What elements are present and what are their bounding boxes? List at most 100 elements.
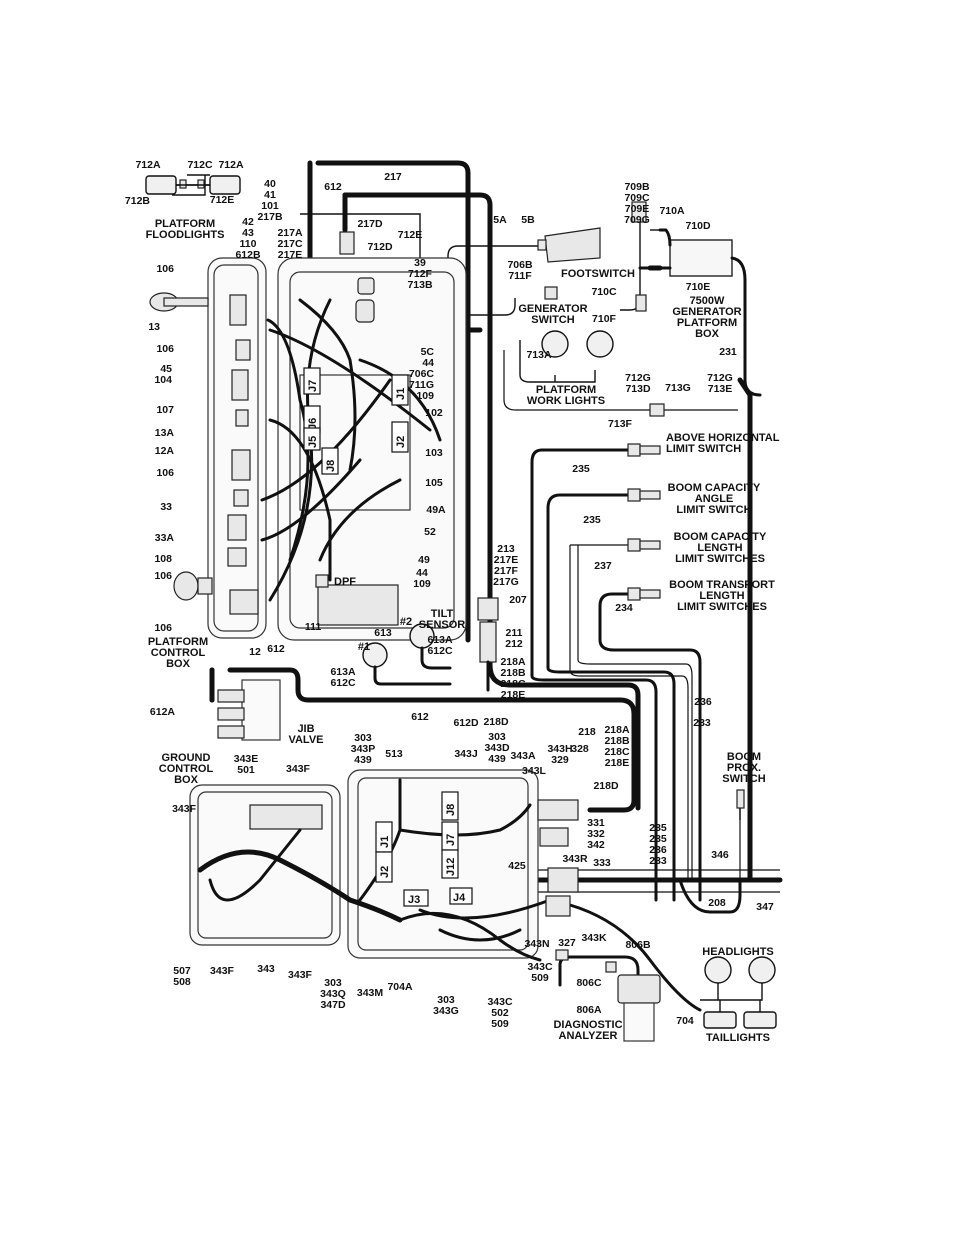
ground-connector-j4: J4 (449, 887, 473, 905)
wire-label: 710D (685, 220, 711, 232)
label-dpf: DPF (334, 576, 356, 588)
ground-j8-label: J8 (445, 804, 457, 816)
wire-label: 343F (172, 803, 197, 815)
wire-label: 713A (526, 349, 552, 361)
wire-label: 713G (665, 382, 691, 394)
wire-704 (568, 903, 702, 1012)
harness-217 (342, 192, 641, 811)
wire-label: 328 (571, 743, 589, 755)
limit-switch-icon (627, 587, 641, 601)
generator-box (631, 201, 762, 397)
wire-label: 704A (387, 981, 413, 993)
wire-label: 218D (483, 716, 509, 728)
wire-235a (530, 448, 658, 902)
wire-label: 235 (583, 514, 601, 526)
ground-j3-label: J3 (408, 894, 420, 906)
ground-connector-j2: J2 (375, 851, 393, 883)
generator-switch-icon (544, 286, 558, 300)
wire-label: 343L (522, 765, 547, 777)
label-tilt-2: #2 (400, 616, 412, 628)
headlight-right-icon (748, 956, 776, 984)
jib-valve (209, 667, 281, 741)
label-taillights: TAILLIGHTS (706, 1032, 770, 1044)
wire-label: 13 (148, 321, 160, 333)
wire-label: 52 (424, 526, 436, 538)
footswitch-icon (544, 227, 601, 263)
ground-connector-j1: J1 (375, 821, 393, 853)
wire-label: 327 (558, 937, 576, 949)
wire-label: 218D (593, 780, 619, 792)
wire-label: 343R (562, 853, 588, 865)
ground-connector-j7: J7 (441, 821, 459, 851)
wire-label: 343F (286, 763, 311, 775)
wire-label: 106 (154, 570, 172, 582)
limit-switch-icon (627, 538, 641, 552)
wire-label: 106 (156, 263, 174, 275)
platform-control-box (149, 257, 267, 639)
wire-label: 106 (154, 622, 172, 634)
connector-j2-label: J2 (395, 436, 407, 448)
ground-connectors: J1 J2 J8 J7 J12 J3 J4 (375, 791, 473, 907)
diagnostic-analyzer (605, 961, 661, 1042)
platform-floodlights (145, 175, 241, 195)
wire-label: 710F (592, 313, 617, 325)
joystick-icon (173, 571, 199, 601)
wire-label: 233 (693, 717, 711, 729)
connector-213 (477, 597, 499, 621)
platform-main-box (260, 231, 467, 641)
wire-label: 710E (686, 281, 711, 293)
ground-j4-label: J4 (453, 892, 466, 904)
wire-label: 710C (591, 286, 617, 298)
wire-label: 237 (594, 560, 612, 572)
wire-label: 49A (426, 504, 446, 516)
wire-label: 346 (711, 849, 729, 861)
connector-j7: J7 (303, 367, 321, 395)
wire-label: 5B (521, 214, 535, 226)
wire-label: 217D (357, 218, 383, 230)
wire-label: 108 (154, 553, 172, 565)
wire-label: 103 (425, 447, 443, 459)
boom-prox-switch (736, 789, 745, 820)
footswitch-group (537, 227, 601, 263)
connector-713 (649, 403, 665, 417)
wire-label: 236 (694, 696, 712, 708)
boom-connector (477, 597, 499, 692)
taillight-right-icon (743, 1011, 777, 1029)
wire-806 (558, 955, 640, 987)
wire-label: 343J (454, 748, 478, 760)
connector-j8-label: J8 (325, 460, 337, 472)
terminal-strip (317, 584, 399, 626)
wire-label: 612D (453, 717, 479, 729)
wire-label: 49 (418, 554, 430, 566)
connector-j7-label: J7 (307, 380, 319, 392)
wire-label: 712E (210, 194, 235, 206)
wire-label: 425 (508, 860, 526, 872)
